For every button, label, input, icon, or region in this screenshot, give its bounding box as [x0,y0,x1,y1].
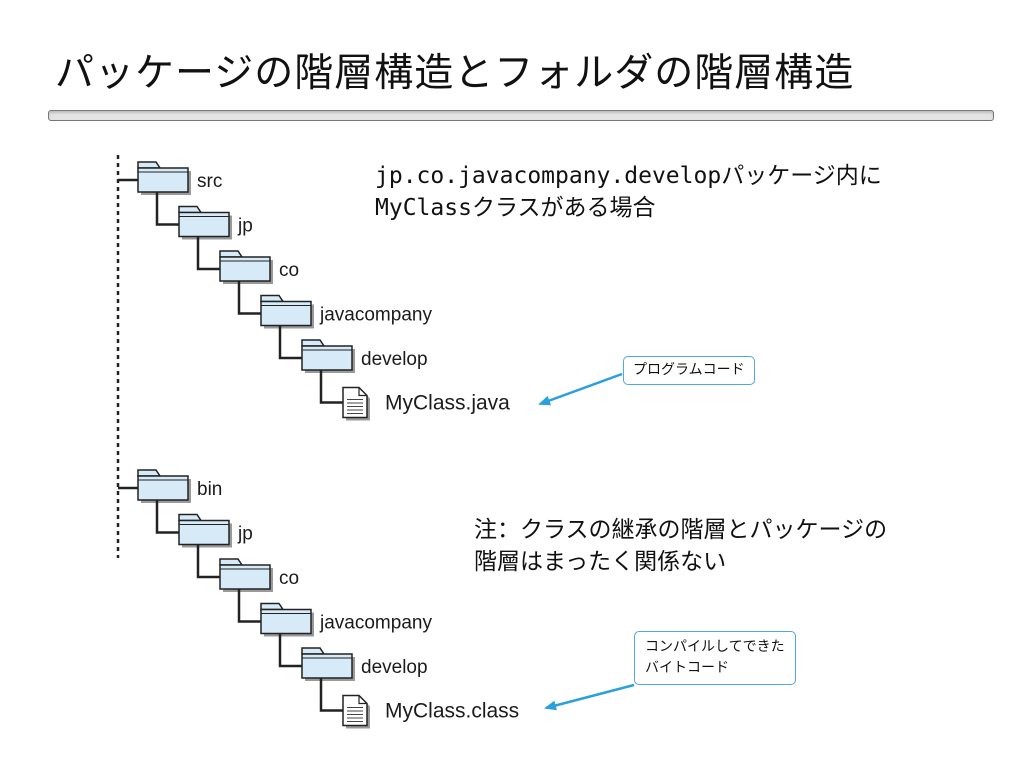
tree-node-label: javacompany [319,305,432,326]
file-icon [342,694,370,729]
tree-connector [319,370,343,404]
note-line-1: 注：クラスの継承の階層とパッケージの [474,517,888,543]
tree-node-label: jp [237,216,253,237]
tree-node-label: bin [197,479,222,500]
page-title: パッケージの階層構造とフォルダの階層構造 [55,51,855,96]
tree-node-label: develop [361,657,428,678]
folder-icon [301,647,355,681]
tree-connector [237,281,261,315]
description-line-1: jp.co.javacompany.developパッケージ内に [375,160,882,192]
package-description: jp.co.javacompany.developパッケージ内に MyClass… [375,160,882,224]
note-text: 注：クラスの継承の階層とパッケージの 階層はまったく関係ない [474,514,887,578]
bytecode-callout: コンパイルしてできた バイトコード [634,631,796,685]
tree-connector [196,544,220,579]
bytecode-label-line-1: コンパイルしてできた [645,639,785,655]
tree-connector [196,236,220,271]
program-code-arrow [538,372,623,406]
tree-connector [155,192,179,226]
program-code-label: プログラムコード [633,362,745,378]
tree-connector [319,678,343,712]
folder-icon [260,602,314,637]
folder-icon [137,161,191,195]
tree-node-label: src [197,171,222,192]
folder-icon [219,558,273,592]
tree-connector [278,633,302,668]
folder-icon [260,294,314,329]
tree-node-label: javacompany [319,613,432,634]
program-code-callout: プログラムコード [623,356,755,385]
bytecode-arrow [544,683,635,711]
tree-node-label: jp [237,524,253,545]
tree-node-label: co [279,260,299,281]
folder-icon [178,205,232,240]
tree-node-label: MyClass.java [385,392,510,415]
folder-icon [301,339,355,373]
class-name-code: MyClass [375,195,472,221]
tree-node-label: co [279,568,299,589]
folder-icon [178,513,232,548]
tree-node-label: MyClass.class [385,700,519,723]
bytecode-label-line-2: バイトコード [645,660,729,676]
folder-icon [137,469,191,503]
tree-connector [237,589,261,623]
tree-connector [155,500,179,534]
description-suffix-1: パッケージ内に [721,163,882,189]
folder-icon [219,250,273,284]
package-name-code: jp.co.javacompany.develop [375,163,722,189]
description-line-2: MyClassクラスがある場合 [375,192,882,224]
note-line-2: 階層はまったく関係ない [474,549,727,575]
tree-node-label: develop [361,349,428,370]
description-suffix-2: クラスがある場合 [471,195,656,221]
tree-connector [278,325,302,360]
file-icon [342,386,370,421]
title-underline-bar [48,110,994,121]
